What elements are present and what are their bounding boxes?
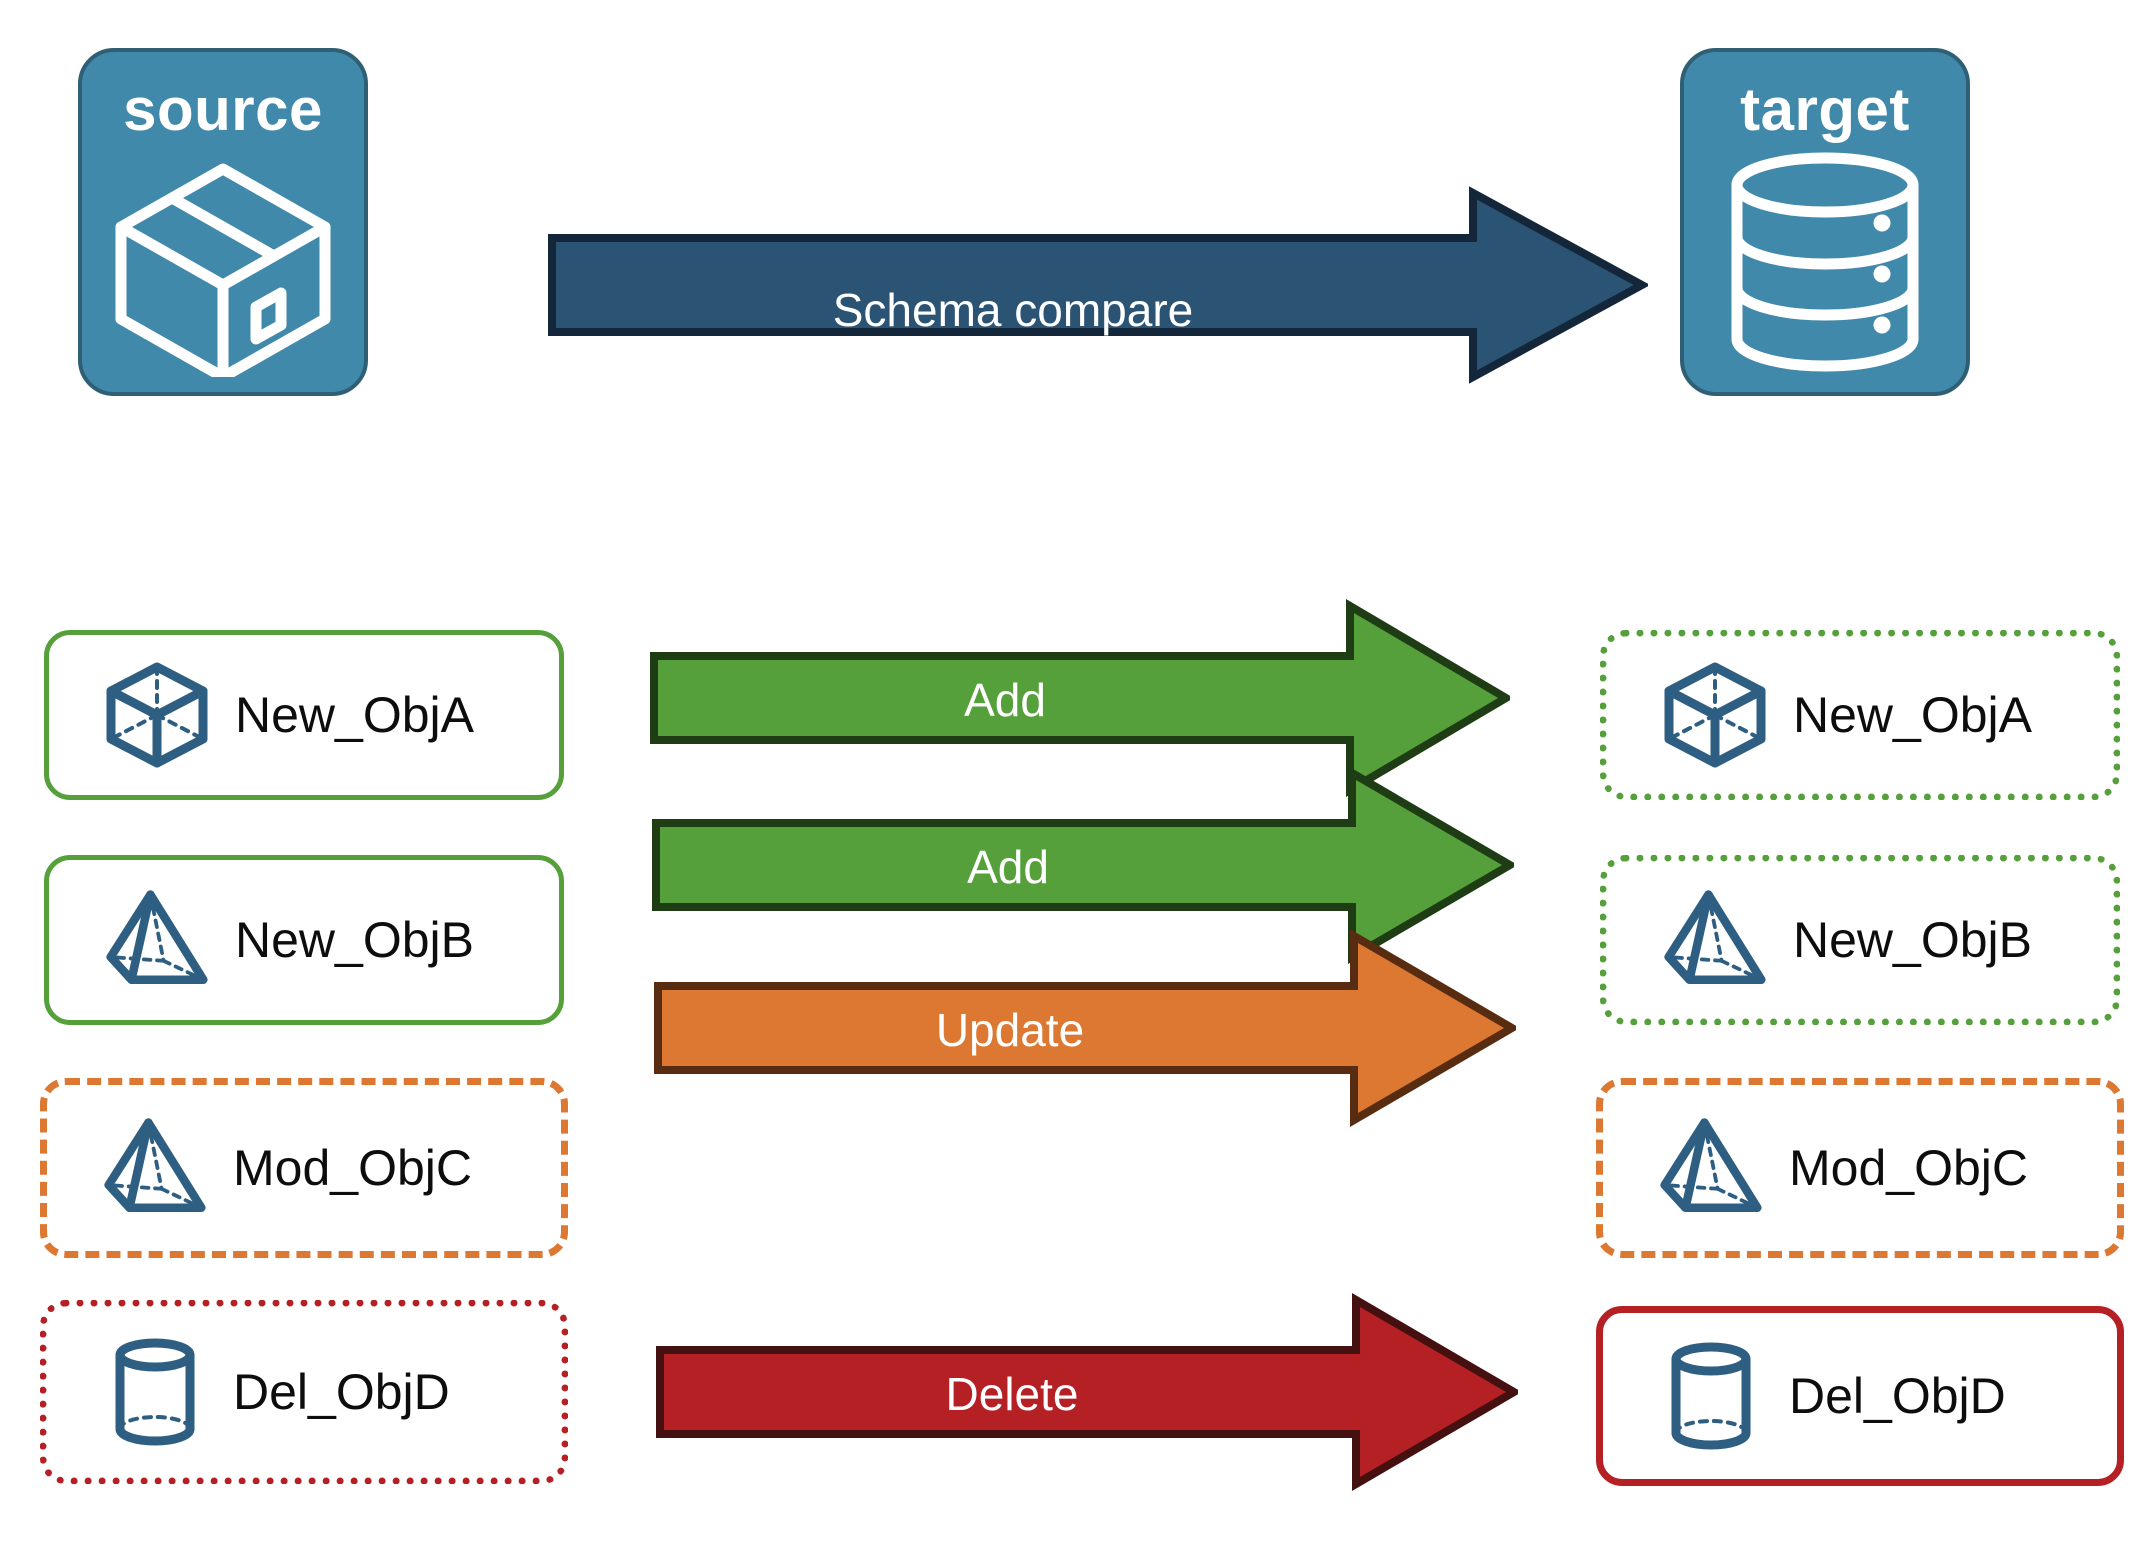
source-object-label-row-2: Mod_ObjC — [233, 1140, 472, 1196]
action-arrow-add-row-1[interactable] — [652, 765, 1518, 965]
action-arrow-add-row-0[interactable] — [650, 598, 1514, 798]
target-card[interactable]: target — [1680, 48, 1970, 396]
pyramid-wireframe-icon — [1663, 886, 1767, 994]
target-object-label-row-0: New_ObjA — [1793, 687, 2032, 743]
database-cylinder-icon — [1710, 147, 1940, 382]
source-object-label-row-0: New_ObjA — [235, 687, 474, 743]
target-object-row-0[interactable]: New_ObjA — [1600, 630, 2120, 800]
action-label-row-1: Add — [967, 841, 1049, 893]
source-object-label-row-3: Del_ObjD — [233, 1364, 450, 1420]
source-card-title: source — [123, 76, 323, 143]
action-label-row-3: Delete — [945, 1368, 1079, 1420]
schema-compare-arrow[interactable] — [548, 185, 1651, 385]
source-object-label-row-1: New_ObjB — [235, 912, 474, 968]
cube-wireframe-icon — [1663, 661, 1767, 769]
action-arrow-update-row-2[interactable] — [654, 928, 1520, 1128]
action-label-row-2: Update — [935, 1004, 1085, 1056]
cylinder-wireframe-icon — [1659, 1341, 1763, 1451]
pyramid-wireframe-icon — [1659, 1114, 1763, 1222]
target-object-label-row-1: New_ObjB — [1793, 912, 2032, 968]
target-object-label-row-3: Del_ObjD — [1789, 1368, 2006, 1424]
cube-wireframe-icon — [105, 661, 209, 769]
target-object-label-row-2: Mod_ObjC — [1789, 1140, 2028, 1196]
action-arrow-delete-row-3[interactable] — [656, 1292, 1522, 1492]
action-label-row-0: Add — [964, 674, 1046, 726]
schema-compare-label: Schema compare — [832, 284, 1194, 336]
target-object-row-2[interactable]: Mod_ObjC — [1596, 1078, 2124, 1258]
source-object-row-3[interactable]: Del_ObjD — [40, 1300, 568, 1484]
source-card[interactable]: source — [78, 48, 368, 396]
source-object-row-1[interactable]: New_ObjB — [44, 855, 564, 1025]
target-object-row-3[interactable]: Del_ObjD — [1596, 1306, 2124, 1486]
target-card-title: target — [1740, 76, 1910, 143]
source-object-row-2[interactable]: Mod_ObjC — [40, 1078, 568, 1258]
target-object-row-1[interactable]: New_ObjB — [1600, 855, 2120, 1025]
cylinder-wireframe-icon — [103, 1337, 207, 1447]
source-object-row-0[interactable]: New_ObjA — [44, 630, 564, 800]
pyramid-wireframe-icon — [103, 1114, 207, 1222]
pyramid-wireframe-icon — [105, 886, 209, 994]
package-box-icon — [103, 147, 343, 383]
